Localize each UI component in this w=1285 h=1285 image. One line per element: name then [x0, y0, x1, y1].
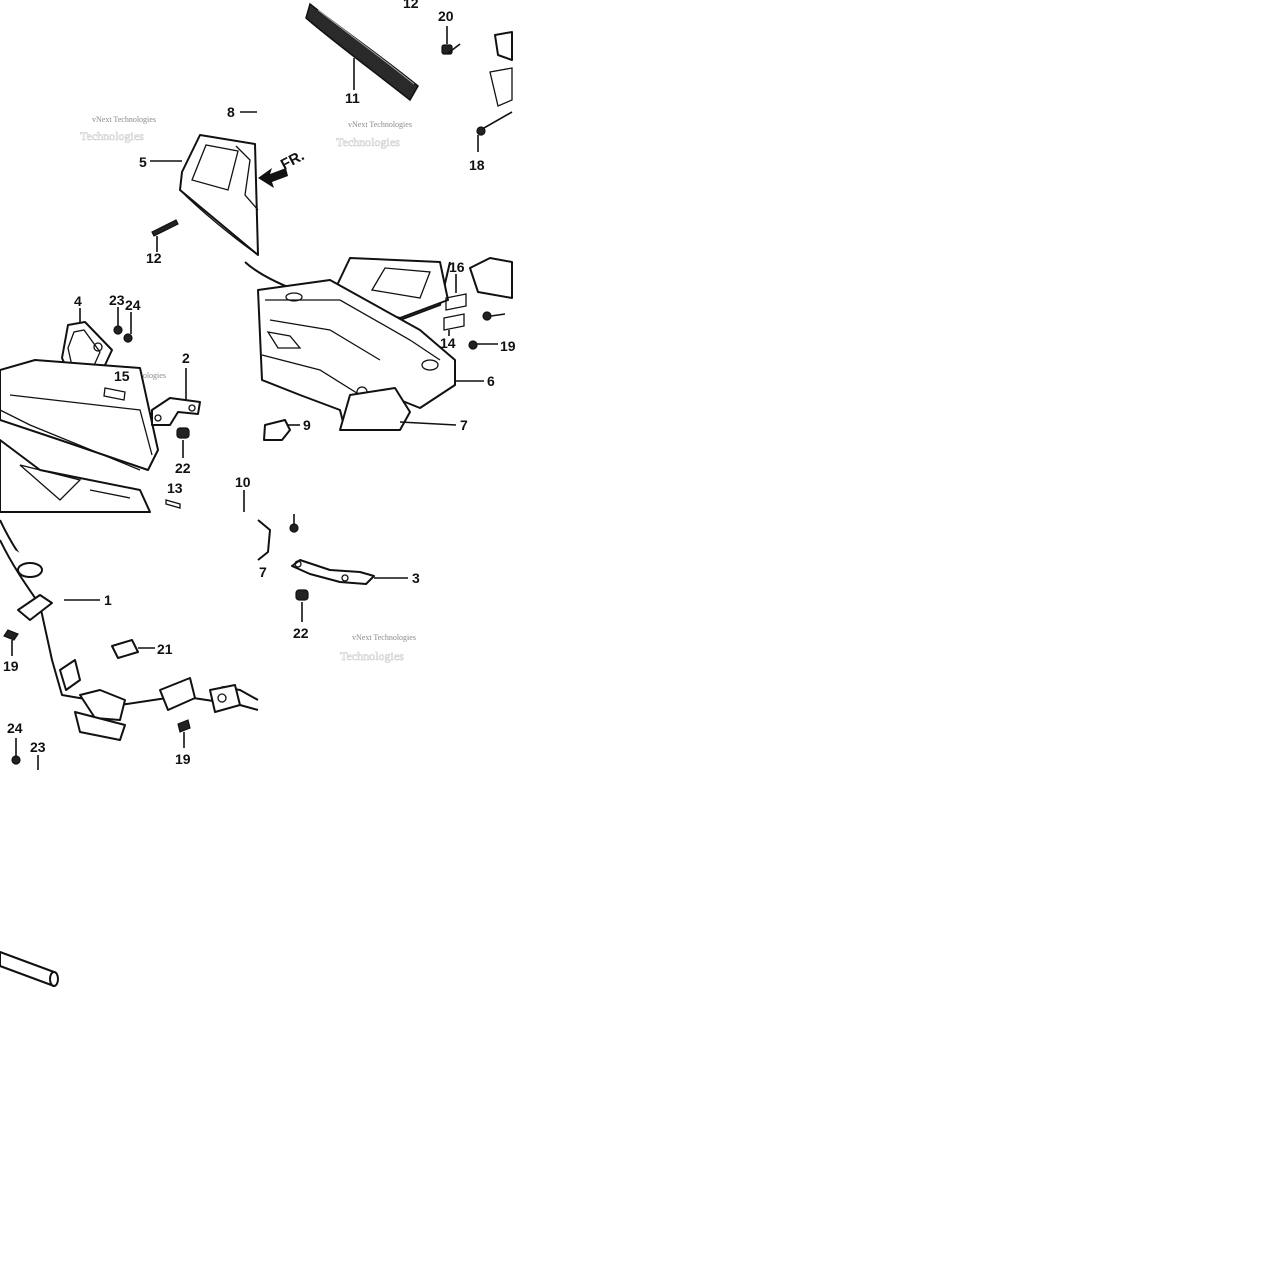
watermark: Technologies — [336, 135, 400, 149]
callout-8: 8 — [227, 104, 235, 120]
callout-14: 14 — [440, 335, 456, 351]
bolt-icon — [295, 589, 309, 601]
fairing-stay-frame — [0, 519, 259, 741]
callout-10: 10 — [235, 474, 251, 490]
callout-15: 15 — [114, 368, 130, 384]
callout-20: 20 — [438, 8, 454, 24]
screw-icon — [151, 219, 179, 237]
nut-icon — [11, 755, 21, 765]
callout-22: 22 — [293, 625, 309, 641]
screw-icon — [3, 629, 19, 641]
callout-9: 9 — [303, 417, 311, 433]
callout-labels: 12 20 11 8 18 5 12 16 14 19 4 23 24 2 15… — [3, 0, 516, 767]
rubber-tube — [0, 951, 59, 987]
callout-12: 12 — [146, 250, 162, 266]
callout-19: 19 — [3, 658, 19, 674]
callout-19: 19 — [500, 338, 516, 354]
callout-5: 5 — [139, 154, 147, 170]
rubber-plug — [263, 419, 291, 441]
callout-24: 24 — [7, 720, 23, 736]
callout-23: 23 — [30, 739, 46, 755]
callout-2: 2 — [182, 350, 190, 366]
watermark: vNext Technologies — [348, 120, 412, 129]
callout-7: 7 — [259, 564, 267, 580]
mounting-bracket — [151, 397, 201, 426]
callout-13: 13 — [167, 480, 183, 496]
callout-16: 16 — [449, 259, 465, 275]
clip-part — [111, 639, 139, 659]
bolt-icon — [176, 427, 190, 439]
side-stay-bracket — [291, 559, 375, 585]
watermark: vNext Technologies — [92, 115, 156, 124]
callout-21: 21 — [157, 641, 173, 657]
watermark: Technologies — [80, 129, 144, 143]
windscreen-panel — [0, 359, 159, 513]
callout-11: 11 — [345, 90, 360, 106]
watermark: vNext Technologies — [352, 633, 416, 642]
screw-icon — [476, 126, 486, 136]
front-arrow-icon: FR. — [258, 147, 307, 188]
callout-4: 4 — [74, 293, 82, 309]
moulding-strip — [305, 2, 419, 102]
bolt-icon — [482, 311, 492, 321]
upper-fairing — [179, 134, 259, 256]
bolt-icon — [289, 523, 299, 533]
bolt-icon — [468, 340, 478, 350]
callout-24: 24 — [125, 297, 141, 313]
callout-12: 12 — [403, 0, 419, 11]
screw-icon — [113, 325, 133, 343]
callout-3: 3 — [412, 570, 420, 586]
callout-18: 18 — [469, 157, 485, 173]
callout-6: 6 — [487, 373, 495, 389]
callout-22: 22 — [175, 460, 191, 476]
bolt-icon — [441, 43, 461, 55]
inner-fairing-cover — [244, 257, 456, 431]
callout-23: 23 — [109, 292, 125, 308]
screw-icon — [177, 719, 191, 733]
callout-1: 1 — [104, 592, 112, 608]
watermark: Technologies — [340, 649, 404, 663]
callout-19: 19 — [175, 751, 191, 767]
callout-7: 7 — [460, 417, 468, 433]
